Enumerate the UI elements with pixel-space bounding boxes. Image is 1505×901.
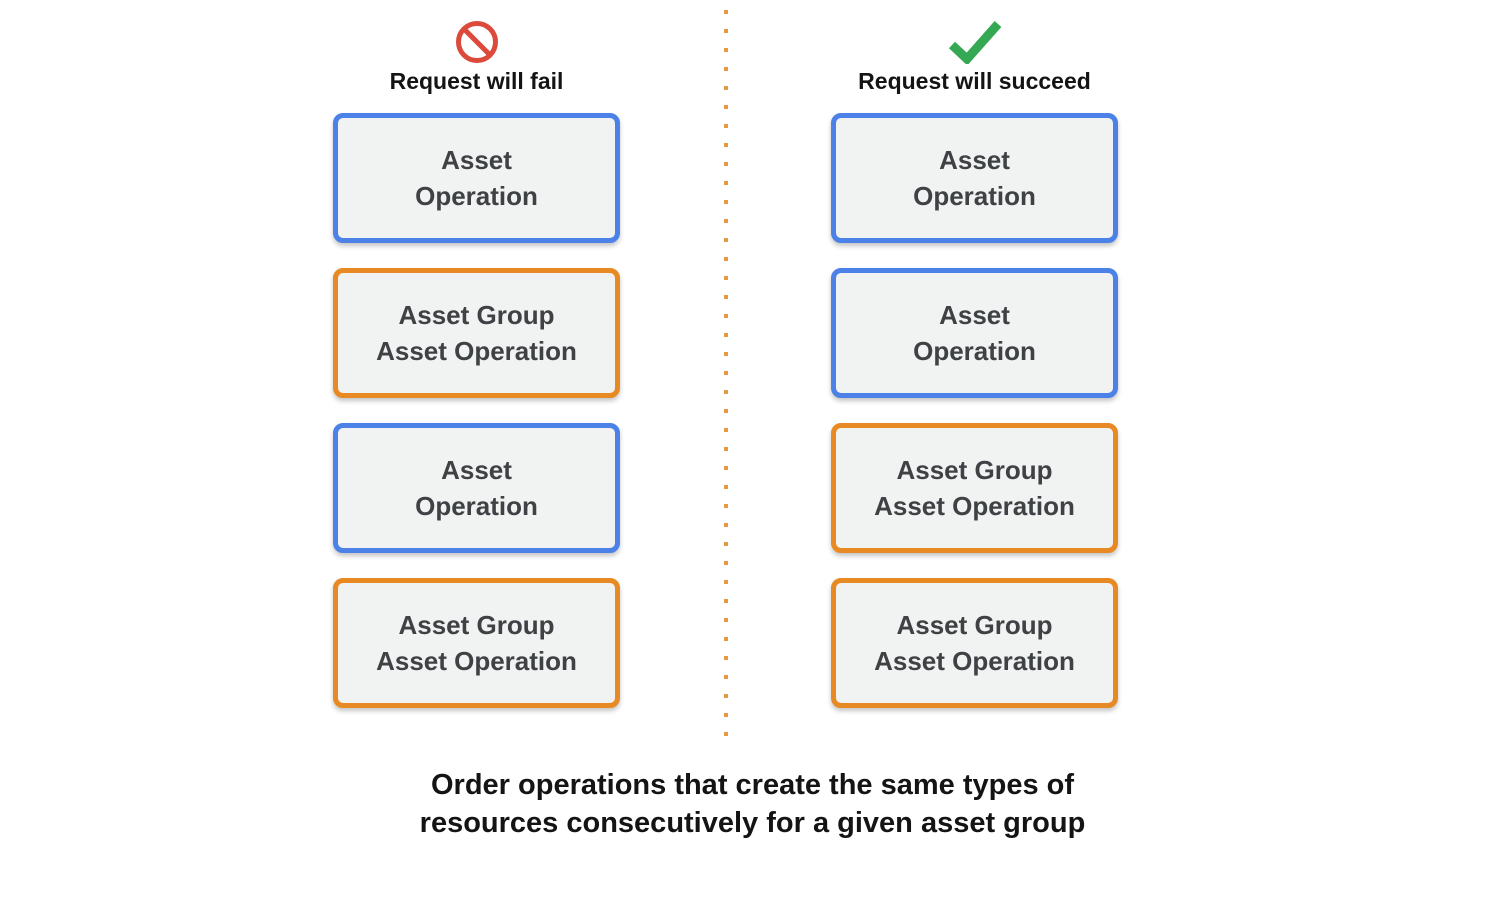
box-asset-operation: Asset Operation <box>333 113 620 243</box>
box-label-line: Operation <box>415 491 538 521</box>
box-label-line: Asset <box>939 145 1010 175</box>
checkmark-icon-svg <box>948 21 1001 64</box>
caption-line-2: resources consecutively for a given asse… <box>419 807 1086 839</box>
succeed-heading: Request will succeed <box>858 68 1091 94</box>
box-label-line: Asset Group <box>398 610 555 640</box>
prohibition-icon-svg <box>455 21 498 63</box>
box-asset-operation: Asset Operation <box>333 423 620 553</box>
dotted-divider <box>724 10 728 738</box>
box-asset-group-asset-operation: Asset Group Asset Operation <box>333 268 620 398</box>
caption: Order operations that create the same ty… <box>0 766 1505 842</box>
box-label-line: Asset Operation <box>874 646 1075 676</box>
checkmark-icon <box>946 18 1004 66</box>
box-asset-operation: Asset Operation <box>831 268 1118 398</box>
prohibition-icon <box>455 18 499 66</box>
box-label-line: Operation <box>913 336 1036 366</box>
box-label-line: Asset Group <box>896 455 1053 485</box>
box-label-line: Asset Group <box>398 300 555 330</box>
box-label-line: Asset <box>441 455 512 485</box>
box-label-line: Asset Group <box>896 610 1053 640</box>
box-label-line: Asset <box>441 145 512 175</box>
fail-column: Request will fail Asset Operation Asset … <box>333 18 620 733</box>
fail-heading: Request will fail <box>389 68 564 94</box>
box-label-line: Operation <box>913 181 1036 211</box>
box-asset-operation: Asset Operation <box>831 113 1118 243</box>
box-asset-group-asset-operation: Asset Group Asset Operation <box>831 423 1118 553</box>
box-label-line: Asset Operation <box>376 336 577 366</box>
box-label-line: Asset Operation <box>376 646 577 676</box>
caption-line-1: Order operations that create the same ty… <box>430 769 1075 801</box>
succeed-column: Request will succeed Asset Operation Ass… <box>831 18 1118 733</box>
box-label-line: Asset <box>939 300 1010 330</box>
box-label-line: Operation <box>415 181 538 211</box>
box-label-line: Asset Operation <box>874 491 1075 521</box>
box-asset-group-asset-operation: Asset Group Asset Operation <box>333 578 620 708</box>
box-asset-group-asset-operation: Asset Group Asset Operation <box>831 578 1118 708</box>
